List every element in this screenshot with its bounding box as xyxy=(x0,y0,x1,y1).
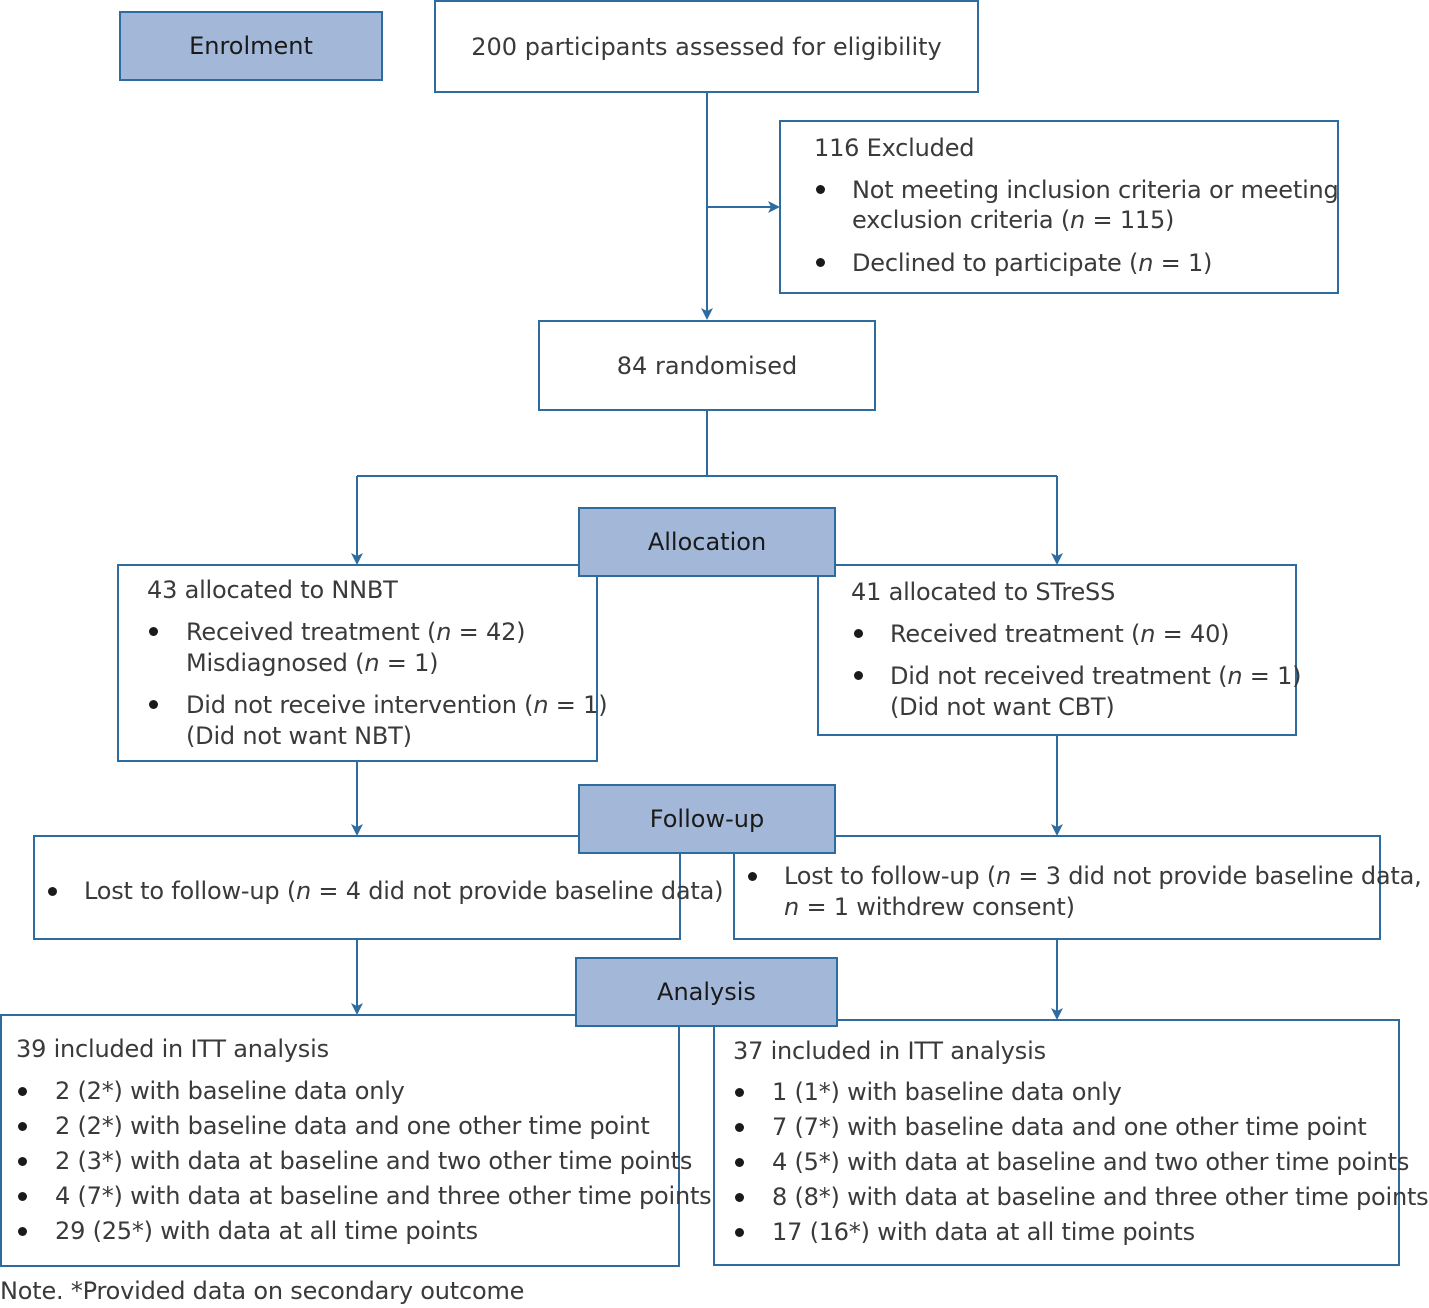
bullet xyxy=(854,629,863,638)
analysis-left-item: 29 (25*) with data at all time points xyxy=(55,1217,478,1245)
assessed-box: 200 participants assessed for eligibilit… xyxy=(434,0,979,93)
stage-followup-label: Follow-up xyxy=(649,805,765,833)
bullet xyxy=(735,1193,744,1202)
followup-right-box: Lost to follow-up (n = 3 did not provide… xyxy=(733,835,1422,940)
analysis-left-title: 39 included in ITT analysis xyxy=(16,1035,329,1063)
bullet xyxy=(816,258,825,267)
nnbt-item-2-line-2: (Did not want NBT) xyxy=(186,722,412,750)
nnbt-item-1-line-2: Misdiagnosed (n = 1) xyxy=(186,649,439,677)
analysis-right-item: 4 (5*) with data at baseline and two oth… xyxy=(772,1148,1410,1176)
bullet xyxy=(748,872,757,881)
nnbt-item-2: Did not receive intervention (n = 1) xyxy=(186,691,608,719)
analysis-right-item: 8 (8*) with data at baseline and three o… xyxy=(772,1183,1429,1211)
followup-left-text: Lost to follow-up (n = 4 did not provide… xyxy=(84,877,724,905)
stage-followup: Follow-up xyxy=(578,784,836,854)
excluded-item-1-line-2: exclusion criteria (n = 115) xyxy=(852,206,1175,234)
bullet xyxy=(149,700,158,709)
bullet xyxy=(735,1088,744,1097)
nnbt-title: 43 allocated to NNBT xyxy=(147,576,398,604)
bullet xyxy=(18,1227,27,1236)
stress-item-1: Received treatment (n = 40) xyxy=(890,620,1230,648)
excluded-box: 116 Excluded Not meeting inclusion crite… xyxy=(779,120,1339,294)
stress-item-2-line-2: (Did not want CBT) xyxy=(890,693,1115,721)
bullet xyxy=(735,1158,744,1167)
bullet xyxy=(735,1123,744,1132)
bullet xyxy=(854,671,863,680)
nnbt-box: 43 allocated to NNBT Received treatment … xyxy=(117,564,608,762)
footnote: Note. *Provided data on secondary outcom… xyxy=(0,1277,525,1305)
analysis-left-item: 4 (7*) with data at baseline and three o… xyxy=(55,1182,712,1210)
analysis-right-item: 17 (16*) with data at all time points xyxy=(772,1218,1195,1246)
randomised-text: 84 randomised xyxy=(616,351,798,380)
stage-analysis-label: Analysis xyxy=(657,978,756,1006)
followup-left-box: Lost to follow-up (n = 4 did not provide… xyxy=(33,835,724,940)
analysis-left-box: 39 included in ITT analysis 2 (2*) with … xyxy=(0,1014,712,1267)
analysis-right-item: 7 (7*) with baseline data and one other … xyxy=(772,1113,1367,1141)
followup-right-line-1: Lost to follow-up (n = 3 did not provide… xyxy=(784,862,1422,890)
stage-enrolment: Enrolment xyxy=(119,11,383,81)
nnbt-item-1: Received treatment (n = 42) xyxy=(186,618,526,646)
analysis-right-item: 1 (1*) with baseline data only xyxy=(772,1078,1122,1106)
stage-enrolment-label: Enrolment xyxy=(189,32,313,60)
bullet xyxy=(816,185,825,194)
bullet xyxy=(18,1157,27,1166)
stress-title: 41 allocated to STreSS xyxy=(851,578,1116,606)
stress-item-2: Did not received treatment (n = 1) xyxy=(890,662,1302,690)
stage-analysis: Analysis xyxy=(575,957,838,1027)
assessed-text: 200 participants assessed for eligibilit… xyxy=(471,32,942,61)
bullet xyxy=(149,627,158,636)
excluded-item-1-line-1: Not meeting inclusion criteria or meetin… xyxy=(852,176,1339,204)
stage-allocation-label: Allocation xyxy=(647,528,767,556)
stress-box: 41 allocated to STreSS Received treatmen… xyxy=(817,564,1302,736)
bullet xyxy=(18,1122,27,1131)
randomised-box: 84 randomised xyxy=(538,320,876,411)
analysis-right-title: 37 included in ITT analysis xyxy=(733,1037,1046,1065)
bullet xyxy=(18,1087,27,1096)
bullet xyxy=(18,1192,27,1201)
analysis-left-item: 2 (3*) with data at baseline and two oth… xyxy=(55,1147,693,1175)
connector-lines xyxy=(351,92,1063,1020)
followup-right-line-2: n = 1 withdrew consent) xyxy=(784,893,1075,921)
stage-allocation: Allocation xyxy=(578,507,836,577)
excluded-title: 116 Excluded xyxy=(814,134,975,162)
excluded-item-2: Declined to participate (n = 1) xyxy=(852,249,1213,277)
bullet xyxy=(735,1228,744,1237)
bullet xyxy=(48,887,57,896)
analysis-left-item: 2 (2*) with baseline data only xyxy=(55,1077,405,1105)
analysis-left-item: 2 (2*) with baseline data and one other … xyxy=(55,1112,650,1140)
analysis-right-box: 37 included in ITT analysis 1 (1*) with … xyxy=(713,1019,1429,1266)
